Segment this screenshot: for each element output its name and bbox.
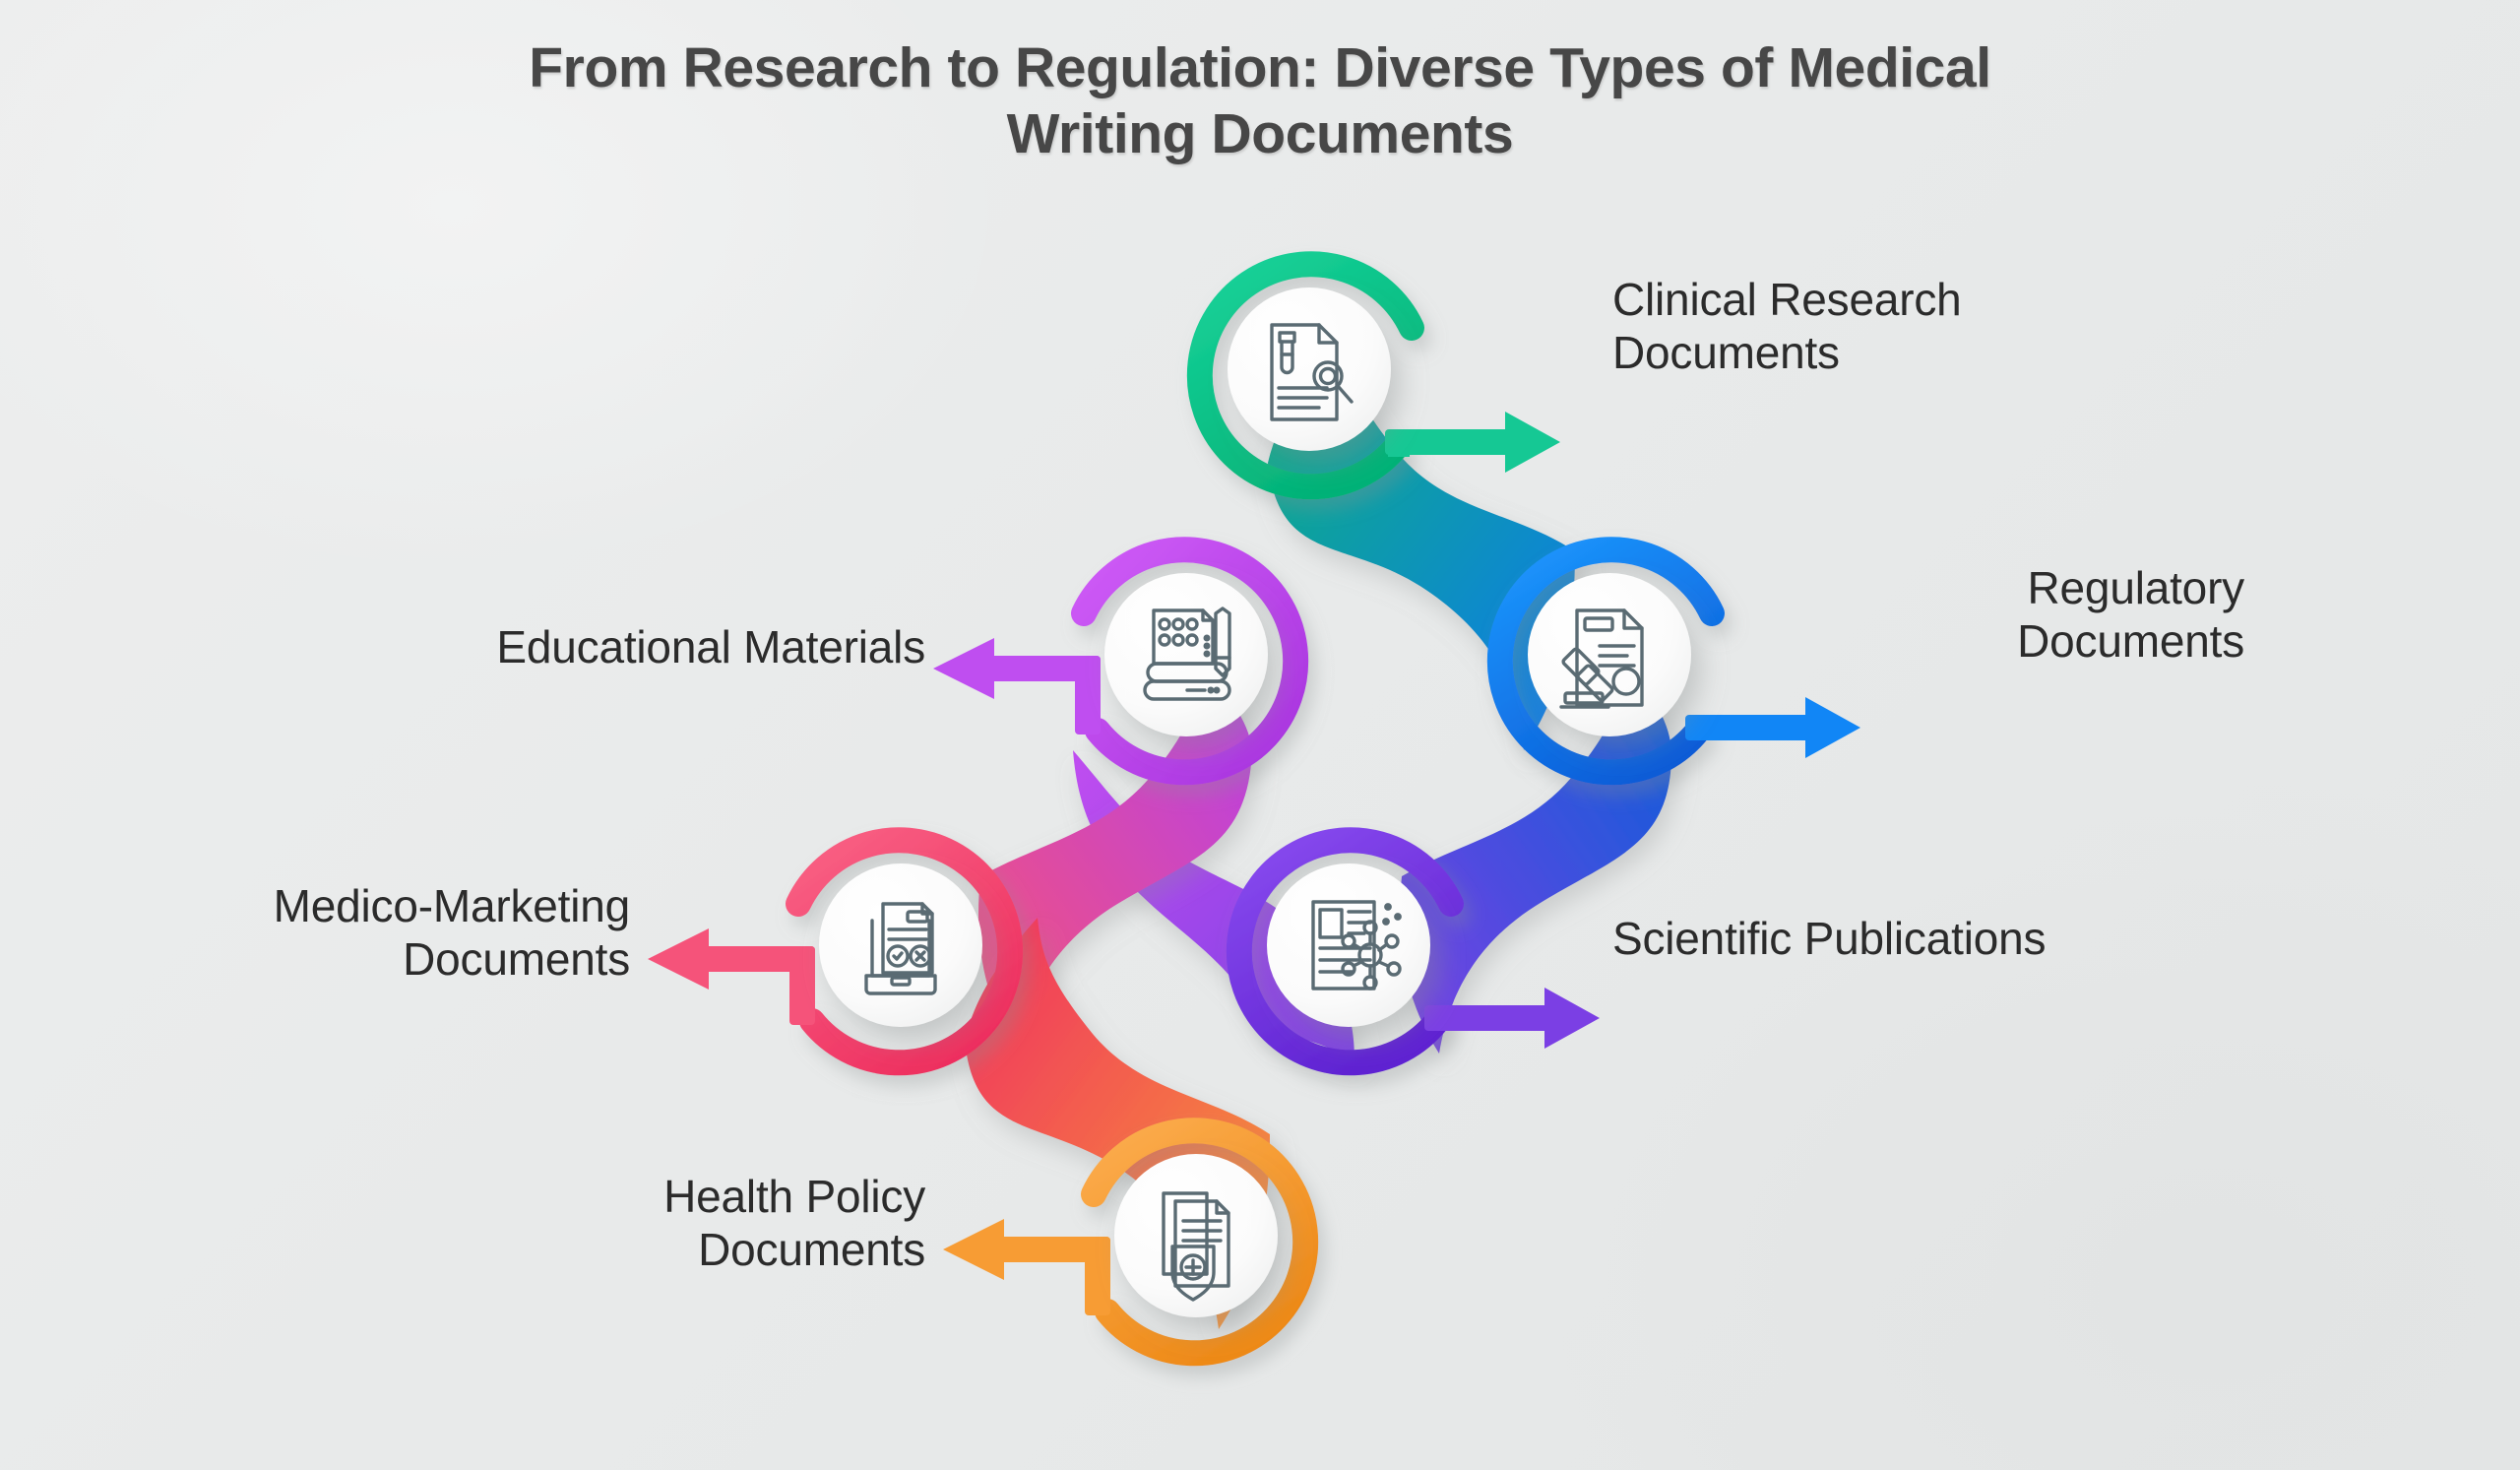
documents-medical-shield-icon [1162, 1191, 1230, 1302]
arrow-clinical-research [1385, 412, 1560, 473]
ring-health-policy [1081, 1118, 1319, 1367]
ring-educational-materials [1071, 537, 1309, 786]
ring-regulatory [1486, 537, 1725, 786]
arrow-health-policy [943, 1219, 1110, 1315]
label-health-policy: Health Policy Documents [663, 1171, 925, 1276]
article-molecule-network-icon [1311, 900, 1402, 991]
node-scientific-publications[interactable] [1226, 827, 1600, 1076]
node-disc-health-policy [1114, 1154, 1278, 1317]
label-medico-marketing: Medico-Marketing Documents [273, 880, 631, 986]
ring-medico-marketing [786, 827, 1024, 1076]
books-pencil-icon [1143, 607, 1231, 701]
node-health-policy[interactable] [943, 1118, 1319, 1367]
node-medico-marketing[interactable] [648, 827, 1024, 1076]
document-gavel-icon [1559, 608, 1644, 709]
node-clinical-research[interactable] [1186, 251, 1560, 500]
ring-scientific-publications [1226, 827, 1464, 1076]
ring-clinical-research [1186, 251, 1424, 500]
document-test-tube-magnifier-icon [1270, 323, 1354, 421]
node-regulatory[interactable] [1486, 537, 1860, 786]
node-disc-scientific-publications [1267, 863, 1430, 1027]
laptop-document-icon [864, 902, 937, 995]
label-scientific-publications: Scientific Publications [1612, 913, 2047, 964]
node-disc-educational-materials [1104, 573, 1268, 736]
node-disc-clinical-research [1228, 288, 1391, 451]
arrow-medico-marketing [648, 928, 815, 1025]
label-clinical-research: Clinical Research Documents [1612, 274, 1962, 379]
arrow-educational-materials [933, 638, 1101, 735]
node-educational-materials[interactable] [933, 537, 1309, 786]
label-educational-materials: Educational Materials [496, 621, 925, 672]
arrow-scientific-publications [1424, 988, 1600, 1049]
label-regulatory: Regulatory Documents [2017, 562, 2244, 668]
page-title: From Research to Regulation: Diverse Typ… [529, 36, 1991, 165]
arrow-regulatory [1685, 697, 1860, 758]
